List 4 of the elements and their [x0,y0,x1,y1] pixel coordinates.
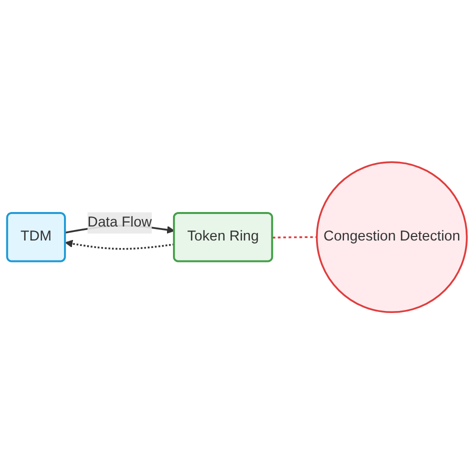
edge-label: Data Flow [88,214,152,230]
node-circle: Congestion Detection [316,161,468,313]
connector [272,236,317,238]
arrow [65,240,174,250]
